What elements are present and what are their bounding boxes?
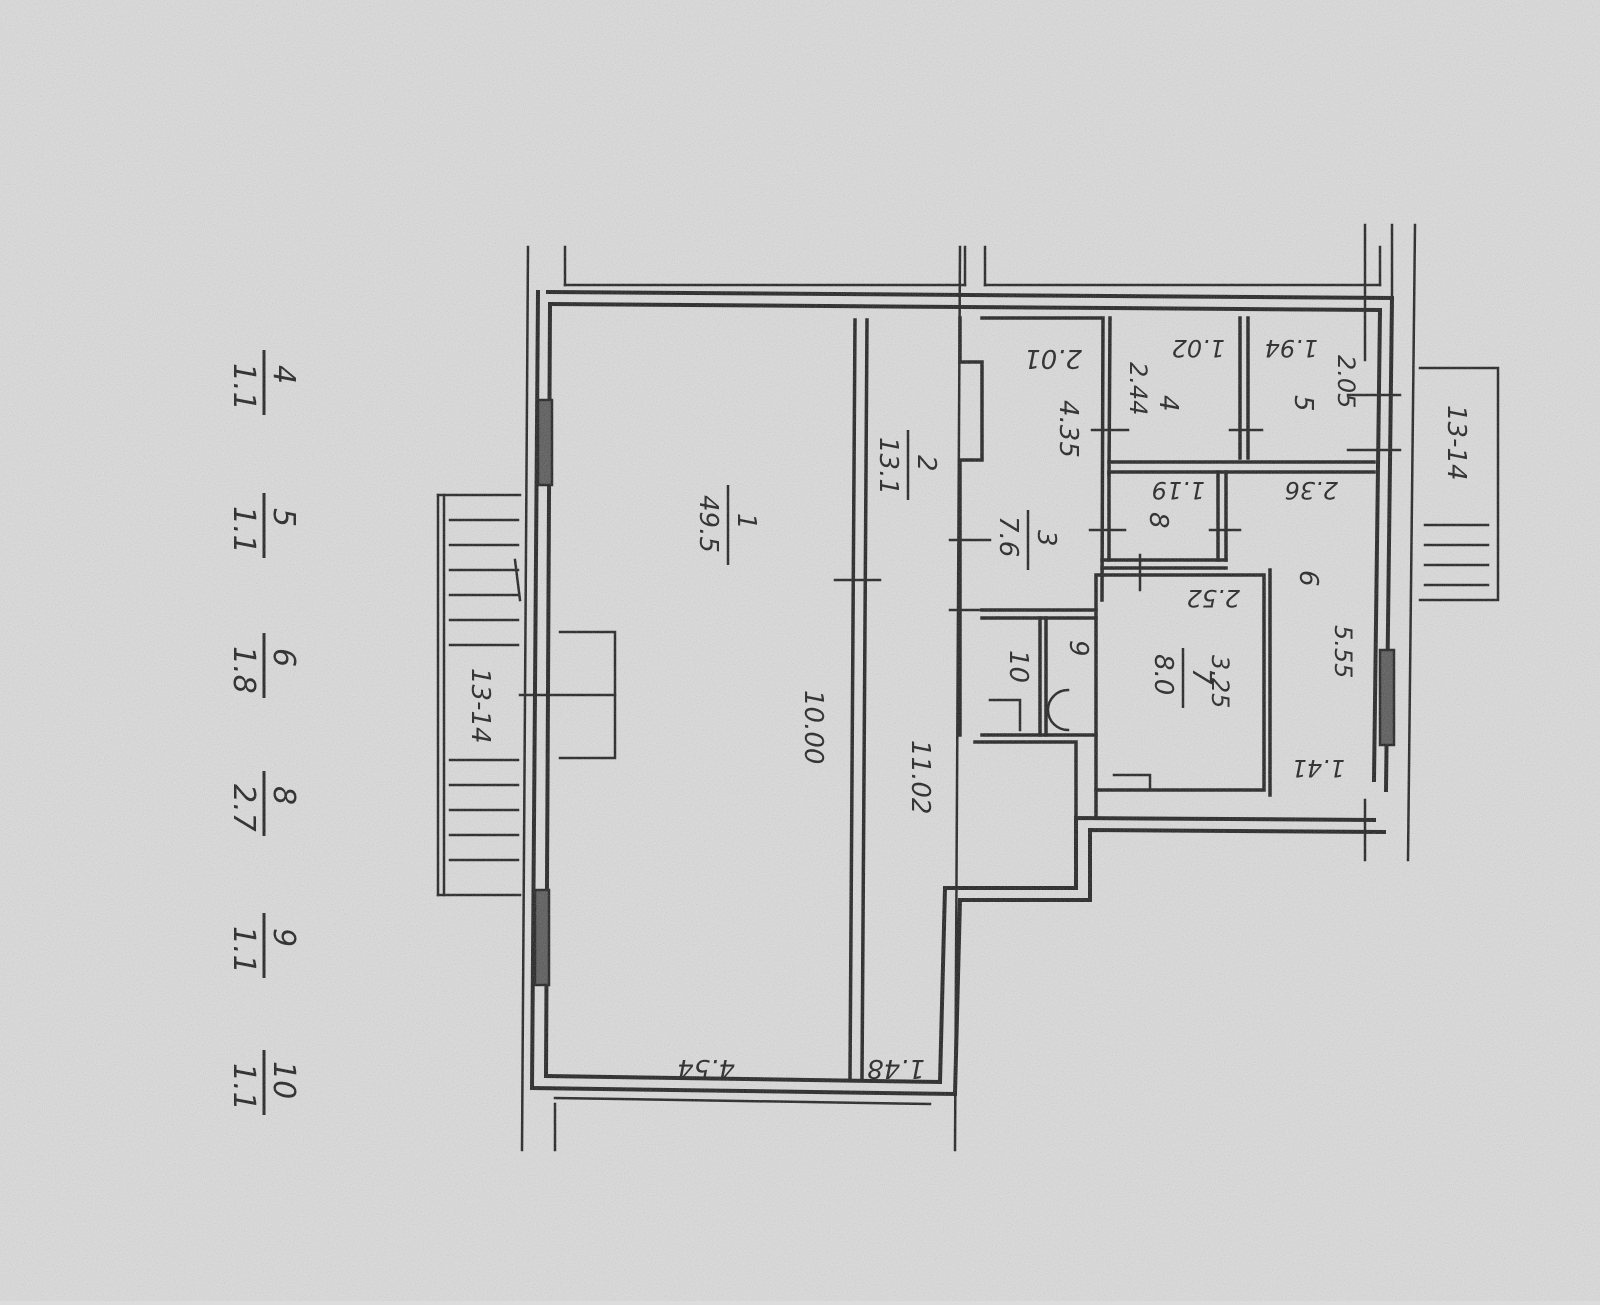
- svg-text:8.0: 8.0: [1148, 654, 1178, 695]
- room-label-7: 7 8.0: [1148, 648, 1216, 708]
- dimension-labels: 4.54 1.48 10.00 11.02 2.01 4.35 1.02 2.4…: [677, 334, 1360, 1083]
- svg-text:1.1: 1.1: [226, 926, 261, 974]
- room-label-3: 3 7.6: [993, 510, 1061, 570]
- room-label-8: 8: [1143, 512, 1173, 529]
- svg-text:5: 5: [266, 508, 301, 527]
- svg-text:49.5: 49.5: [693, 495, 723, 553]
- dimension-label: 10.00: [798, 690, 828, 764]
- dimension-label: 2.36: [1285, 476, 1338, 504]
- dimension-label: 4.54: [677, 1053, 735, 1083]
- legend-item: 8 2.7: [226, 771, 301, 836]
- room-label-6: 6: [1293, 570, 1323, 587]
- svg-text:3: 3: [1031, 530, 1061, 547]
- interior-walls: [848, 316, 1376, 1080]
- dimension-label: 1.48: [867, 1053, 925, 1083]
- legend-item: 6 1.8: [226, 633, 301, 698]
- legend-item: 9 1.1: [226, 913, 301, 978]
- svg-text:2: 2: [911, 455, 941, 472]
- dimension-label: 11.02: [905, 740, 935, 814]
- dimension-label: 2.52: [1187, 584, 1240, 612]
- svg-text:1.1: 1.1: [226, 363, 261, 411]
- room-label-4: 4: [1153, 395, 1183, 412]
- legend-item: 4 1.1: [226, 350, 301, 415]
- svg-text:8: 8: [266, 786, 301, 805]
- svg-text:1: 1: [731, 513, 761, 530]
- room-label-2: 2 13.1: [873, 430, 941, 500]
- room-label-10: 10: [1003, 650, 1033, 683]
- svg-text:1.8: 1.8: [226, 646, 261, 694]
- dimension-label: 1.02: [1172, 334, 1225, 362]
- legend-item: 5 1.1: [226, 493, 301, 558]
- svg-text:7.6: 7.6: [993, 516, 1023, 557]
- svg-text:1.1: 1.1: [226, 1063, 261, 1111]
- svg-text:2.7: 2.7: [226, 784, 261, 832]
- svg-text:13.1: 13.1: [873, 437, 903, 495]
- room-label-5: 5: [1288, 395, 1318, 412]
- room-label-1: 1 49.5: [693, 485, 761, 565]
- dimension-label: 4.35: [1053, 400, 1083, 458]
- svg-text:9: 9: [266, 928, 301, 947]
- dimension-label: 1.19: [1152, 476, 1205, 504]
- stair-label-left: 13-14: [465, 668, 495, 744]
- dimension-label: 2.44: [1124, 362, 1152, 415]
- right-entrance-stairs: [1418, 366, 1500, 602]
- dimension-label: 1.94: [1265, 334, 1318, 362]
- legend: 4 1.1 5 1.1 6 1.8 8 2.7 9 1.1 10 1.1: [226, 350, 301, 1115]
- svg-text:1.1: 1.1: [226, 506, 261, 554]
- dimension-label: 5.55: [1329, 625, 1357, 678]
- dimension-label: 2.01: [1024, 343, 1082, 373]
- dimension-label: 2.05: [1332, 355, 1360, 408]
- svg-text:6: 6: [266, 648, 301, 667]
- stair-label-right: 13-14: [1441, 405, 1471, 481]
- svg-text:4: 4: [266, 365, 301, 384]
- room-label-9: 9: [1063, 640, 1093, 657]
- legend-item: 10 1.1: [226, 1050, 301, 1115]
- dimension-label: 3.25: [1206, 655, 1234, 708]
- svg-text:10: 10: [266, 1061, 301, 1099]
- dimension-label: 1.41: [1292, 754, 1345, 782]
